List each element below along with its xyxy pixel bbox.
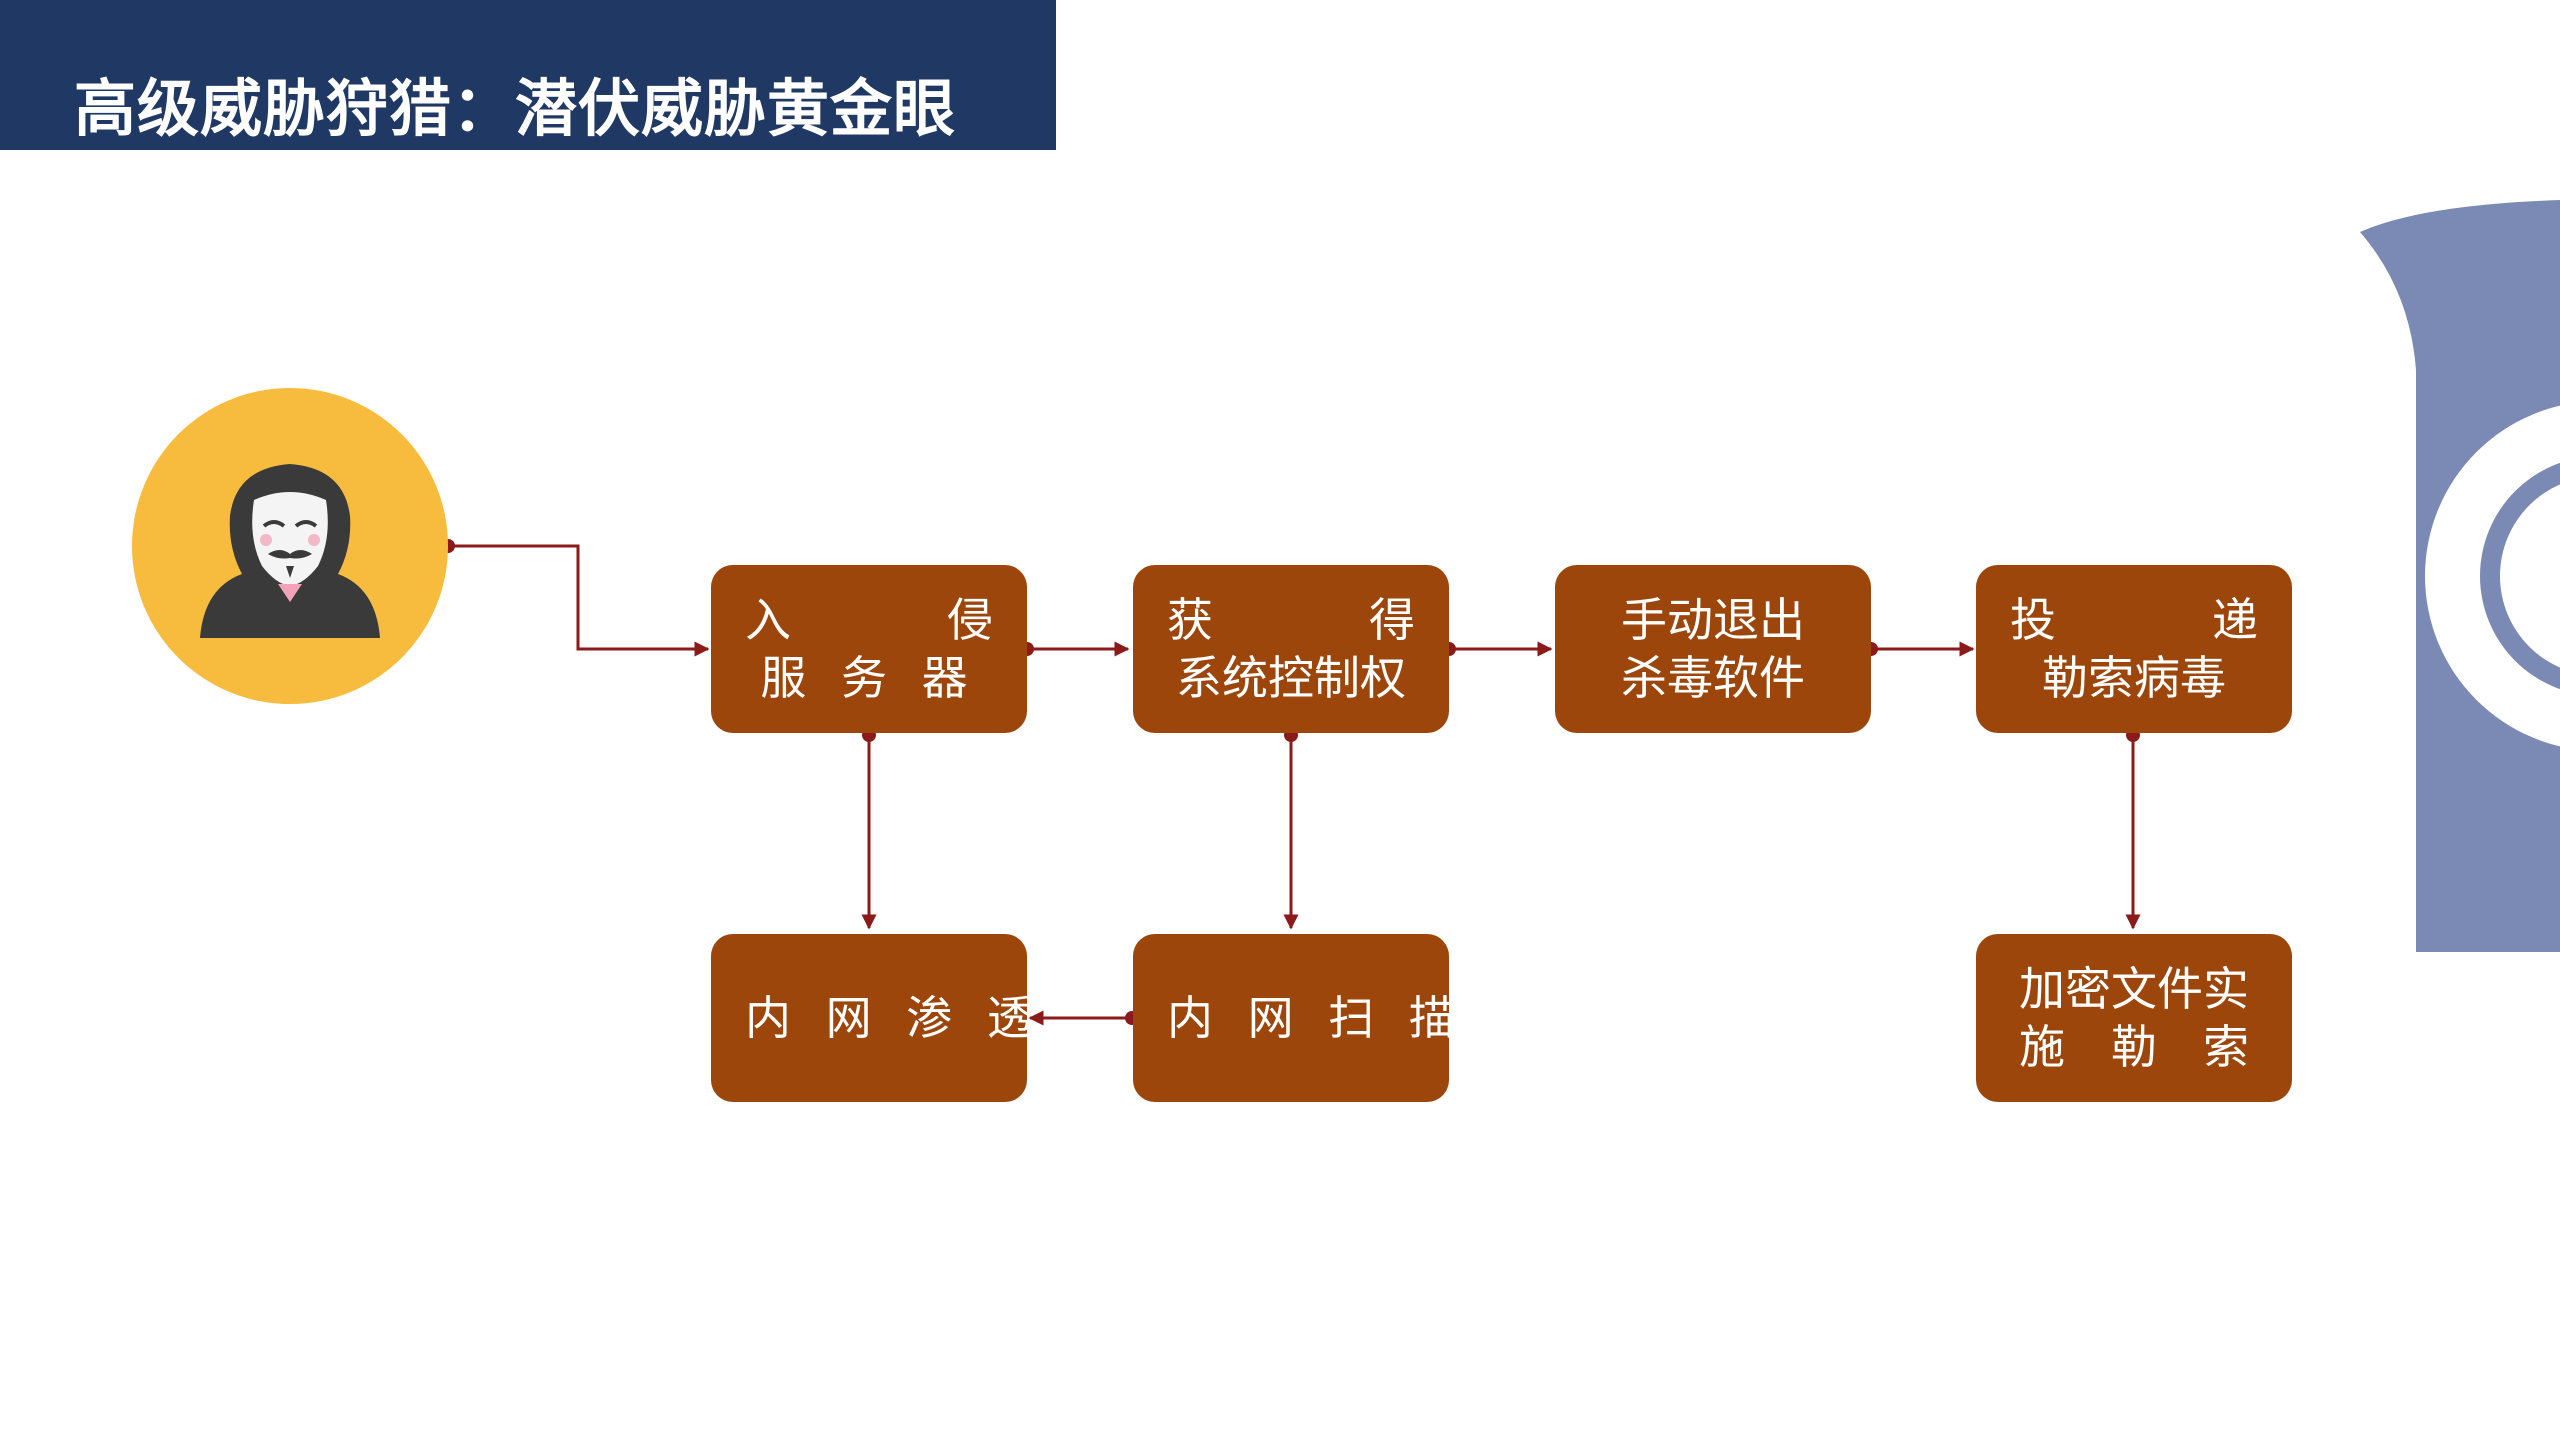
decor-white-band	[2416, 952, 2560, 1302]
node-scan-line1: 内 网 扫 描	[1167, 991, 1465, 1045]
node-invade-server: 入 侵 服 务 器	[711, 565, 1027, 733]
node-invade-line1: 入 侵	[745, 593, 993, 647]
node-deliver-line2: 勒索病毒	[2042, 651, 2226, 705]
node-encrypt-line2: 施 勒 索	[2019, 1020, 2249, 1074]
node-exit-antivirus-line1: 手动退出	[1621, 593, 1805, 647]
node-gain-control-line2: 系统控制权	[1176, 651, 1406, 705]
node-encrypt-ransom: 加密文件实 施 勒 索	[1976, 934, 2292, 1102]
node-deliver-ransomware: 投 递 勒索病毒	[1976, 565, 2292, 733]
node-deliver-line1: 投 递	[2010, 593, 2258, 647]
node-exit-antivirus: 手动退出 杀毒软件	[1555, 565, 1871, 733]
page-title: 高级威胁狩猎：潜伏威胁黄金眼	[74, 72, 957, 145]
arrow-avatar-to-invade	[448, 544, 710, 657]
node-internal-scan: 内 网 扫 描	[1133, 934, 1465, 1102]
title-bar: 高级威胁狩猎：潜伏威胁黄金眼	[0, 0, 1056, 150]
node-invade-line2: 服 务 器	[760, 651, 978, 705]
node-gain-control: 获 得 系统控制权	[1133, 565, 1449, 733]
node-gain-control-line1: 获 得	[1167, 593, 1415, 647]
node-encrypt-line1: 加密文件实	[2019, 962, 2249, 1016]
node-lateral-line1: 内 网 渗 透	[745, 991, 1043, 1045]
node-lateral-penetration: 内 网 渗 透	[711, 934, 1043, 1102]
node-exit-antivirus-line2: 杀毒软件	[1621, 651, 1805, 705]
hacker-mask-icon	[132, 388, 448, 704]
decor-white-ring-inner	[2500, 484, 2560, 668]
